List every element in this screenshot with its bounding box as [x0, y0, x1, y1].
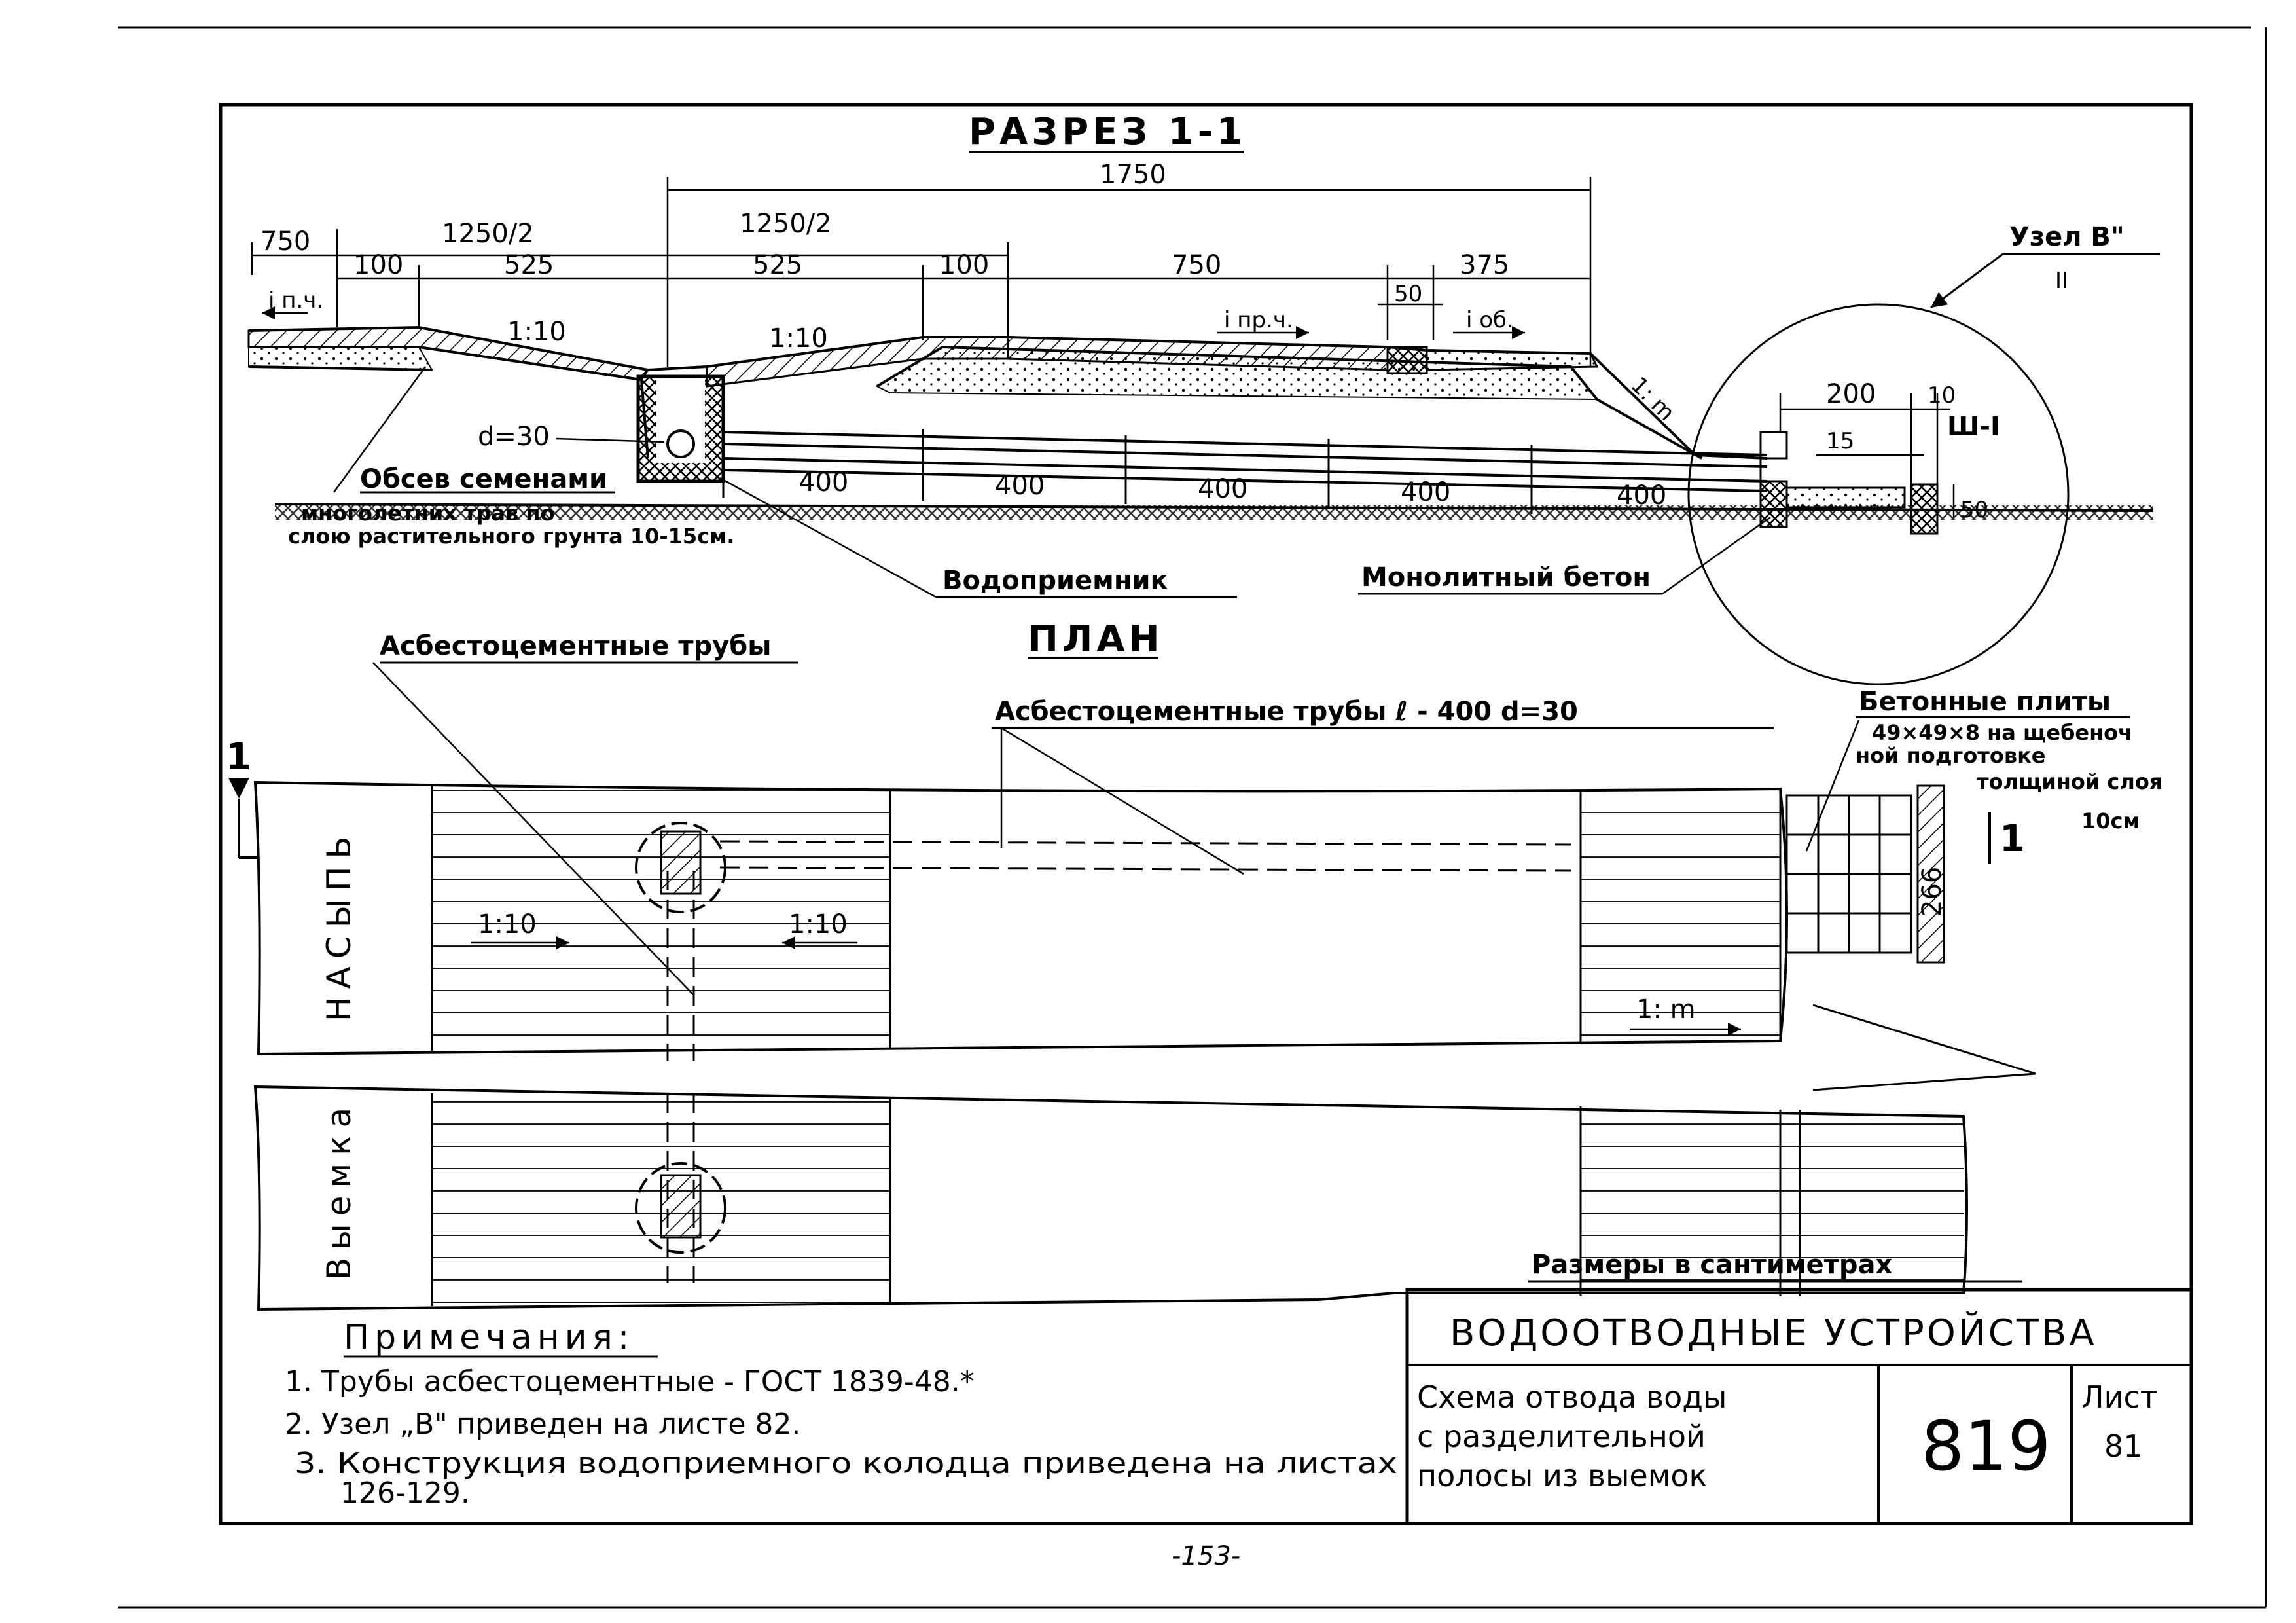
slope-1-10-a: 1:10 [507, 317, 566, 347]
embankment-slope-right [1581, 792, 1780, 1044]
title-block-desc-1: Схема отвода воды [1417, 1379, 1727, 1415]
dim-525-a: 525 [504, 250, 554, 280]
plan-slope-a: 1:10 [478, 909, 537, 939]
title-block: ВОДООТВОДНЫЕ УСТРОЙСТВА Схема отвода вод… [1405, 1288, 2193, 1525]
shield-label: Ш-I [1947, 412, 2000, 442]
dimension-chain [251, 177, 1955, 517]
label-slabs-3: ной подготовке [1856, 743, 2046, 768]
ground-hatch [275, 505, 2153, 520]
page-number: -153- [1172, 1541, 1240, 1571]
slope-iprch: i пр.ч. [1224, 307, 1293, 333]
dim-50: 50 [1394, 281, 1422, 307]
outlet-wedge [1812, 1004, 2036, 1091]
pipe-section [666, 429, 695, 458]
sheet-number: 81 [2104, 1429, 2143, 1464]
note-3: 3. Конструкция водоприемного колодца при… [295, 1447, 1397, 1480]
dim-266: 266 [1917, 867, 1947, 917]
pipe-diameter: d=30 [478, 422, 550, 452]
slope-1-m: 1: m [1626, 372, 1680, 426]
label-slabs-1: Бетонные плиты [1859, 687, 2111, 717]
plan-pipe-branch [666, 871, 695, 1061]
plan-intake-top-grate [660, 830, 702, 895]
embankment-slope-left [432, 786, 890, 1048]
plan-pipe-main [719, 840, 1571, 872]
note-4: 126-129. [340, 1476, 470, 1510]
label-slabs-5: 10см [2081, 809, 2140, 833]
plan-slope-m: 1: m [1636, 994, 1696, 1025]
pipe-length-1: 400 [798, 467, 848, 498]
node-b-sub: II [2055, 268, 2068, 294]
pipe-length-4: 400 [1401, 477, 1450, 507]
note-2: 2. Узел „В" приведен на листе 82. [285, 1408, 800, 1441]
slope-ipch: i п.ч. [268, 287, 323, 314]
sheet-label: Лист [2081, 1379, 2158, 1415]
node-b-label: Узел В" [2009, 222, 2125, 252]
plan-intake-top [635, 822, 726, 913]
drawing-number: 819 [1921, 1406, 2051, 1486]
dim-100-b: 100 [939, 250, 989, 280]
base-left [248, 346, 433, 371]
cut-slope-right [1581, 1106, 1964, 1296]
notes: Примечания: 1. Трубы асбестоцементные - … [285, 1318, 1397, 1510]
dim-10: 10 [1928, 382, 1956, 409]
dim-750-left: 750 [260, 227, 310, 257]
label-slabs-4: толщиной слоя [1977, 769, 2162, 794]
drawing-frame [219, 103, 2193, 1525]
plan-slope-b: 1:10 [789, 909, 848, 939]
label-grass-3: слою растительного грунта 10-15см. [288, 524, 734, 549]
dim-1250-2-a: 1250/2 [442, 219, 534, 249]
label-pipes: Асбестоцементные трубы [380, 631, 771, 661]
slope-iob: i об. [1466, 307, 1514, 333]
slab-end-wall [1916, 784, 1945, 964]
dim-15: 15 [1826, 428, 1854, 454]
note-1: 1. Трубы асбестоцементные - ГОСТ 1839-48… [285, 1365, 975, 1398]
title-block-desc-2: с разделительной [1417, 1419, 1706, 1454]
cut-label: Выемка [320, 1100, 358, 1280]
section-1-1: РАЗРЕЗ 1-1 1750 750 [247, 111, 2160, 685]
concrete-slabs [1785, 794, 1912, 954]
section-title: РАЗРЕЗ 1-1 [969, 111, 1246, 153]
node-b-circle [1687, 303, 2070, 685]
drain-pipe [723, 431, 1768, 492]
label-concrete: Монолитный бетон [1361, 562, 1651, 593]
dim-200: 200 [1826, 379, 1876, 409]
slope-1-10-b: 1:10 [769, 323, 828, 354]
dim-1250-2-b: 1250/2 [740, 209, 832, 239]
dim-525-b: 525 [753, 250, 802, 280]
pipe-length-3: 400 [1198, 474, 1247, 504]
embankment-label: НАСЫПЬ [320, 828, 358, 1021]
label-intake: Водоприемник [942, 566, 1168, 596]
outlet-block [1759, 431, 1788, 460]
pipe-length-2: 400 [995, 471, 1045, 501]
stone-apron [1785, 486, 1906, 509]
title-block-desc-3: полосы из выемок [1417, 1458, 1707, 1493]
plan-view: ПЛАН Асбестоцементные трубы Асбестоцемен… [226, 618, 2162, 1311]
dim-750-mid: 750 [1172, 250, 1221, 280]
dim-1750: 1750 [1100, 160, 1166, 190]
dim-375: 375 [1460, 250, 1509, 280]
concrete-outlet [1759, 480, 1788, 528]
dim-100-a: 100 [353, 250, 403, 280]
plan-intake-bottom [635, 1162, 726, 1254]
label-grass-2: многолетних трав по [301, 501, 554, 526]
title-block-title: ВОДООТВОДНЫЕ УСТРОЙСТВА [1450, 1311, 2097, 1355]
plan-intake-bottom-grate [660, 1174, 702, 1239]
label-grass-1: Обсев семенами [360, 464, 607, 494]
subbase [875, 346, 1599, 401]
mark-1-left: 1 [226, 736, 255, 778]
units-note: Размеры в сантиметрах [1532, 1250, 1893, 1280]
label-pipes-spec: Асбестоцементные трубы ℓ - 400 d=30 [995, 697, 1578, 727]
notes-heading: Примечания: [344, 1318, 634, 1357]
plan-title: ПЛАН [1028, 618, 1164, 661]
label-slabs-2: 49×49×8 на щебеноч [1872, 720, 2132, 745]
mark-1-right: 1 [2000, 818, 2029, 860]
